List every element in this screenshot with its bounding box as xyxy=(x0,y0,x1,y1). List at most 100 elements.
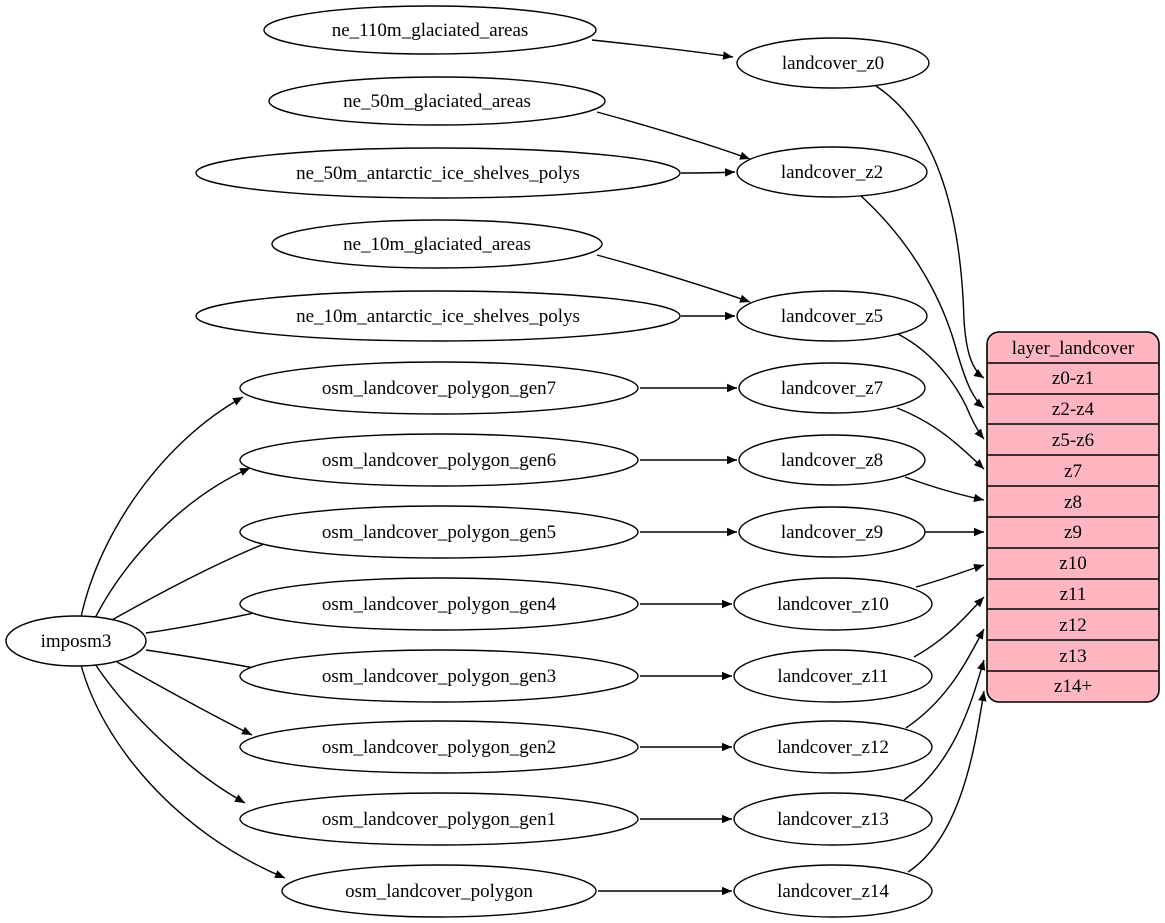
node-label: landcover_z8 xyxy=(781,450,883,471)
node-ellipse xyxy=(733,577,933,631)
edge-landcover_z0-row-z0-z1 xyxy=(875,85,985,379)
node-label: landcover_z10 xyxy=(777,594,889,615)
node-ellipse xyxy=(239,649,639,703)
table-row-z5-z6: z5-z6 xyxy=(1052,430,1094,451)
node-label: landcover_z13 xyxy=(777,809,889,830)
node-osm_landcover_polygon_gen1: osm_landcover_polygon_gen1 xyxy=(239,792,639,846)
table-row-z13: z13 xyxy=(1059,646,1086,667)
node-landcover_z11: landcover_z11 xyxy=(733,649,933,703)
edge-imposm3-osm_landcover_polygon_gen5 xyxy=(109,538,277,622)
node-label: osm_landcover_polygon_gen6 xyxy=(322,450,556,471)
node-ellipse xyxy=(5,615,147,667)
table-row-z9: z9 xyxy=(1064,522,1082,543)
edge-landcover_z14-row-z14plus xyxy=(907,690,987,873)
edge-landcover_z7-row-z7 xyxy=(896,407,985,470)
node-osm_landcover_polygon_gen5: osm_landcover_polygon_gen5 xyxy=(239,505,639,559)
table-row-z0-z1: z0-z1 xyxy=(1052,368,1094,389)
node-label: osm_landcover_polygon_gen3 xyxy=(322,666,556,687)
edge-imposm3-osm_landcover_polygon_gen1 xyxy=(94,663,246,804)
edge-ne_10m_glaciated_areas-landcover_z5 xyxy=(596,254,751,303)
node-ne_50m_glaciated_areas: ne_50m_glaciated_areas xyxy=(268,76,606,126)
node-landcover_z12: landcover_z12 xyxy=(733,720,933,774)
edge-ne_50m_glaciated_areas-landcover_z2 xyxy=(596,111,751,160)
node-ellipse xyxy=(239,792,639,846)
node-landcover_z14: landcover_z14 xyxy=(733,864,933,918)
node-ellipse xyxy=(733,649,933,703)
node-landcover_z10: landcover_z10 xyxy=(733,577,933,631)
node-label: osm_landcover_polygon_gen4 xyxy=(322,594,557,615)
node-landcover_z7: landcover_z7 xyxy=(738,362,926,414)
node-ellipse xyxy=(239,505,639,559)
node-label: landcover_z9 xyxy=(781,522,883,543)
node-landcover_z0: landcover_z0 xyxy=(736,37,930,89)
node-label: ne_10m_antarctic_ice_shelves_polys xyxy=(296,306,580,327)
node-ellipse xyxy=(733,792,933,846)
node-landcover_z8: landcover_z8 xyxy=(738,434,926,486)
node-ellipse xyxy=(738,506,926,558)
node-ellipse xyxy=(268,76,606,126)
edge-ne_50m_antarctic_ice_shelves_polys-landcover_z2 xyxy=(680,168,736,177)
node-ne_10m_antarctic_ice_shelves_polys: ne_10m_antarctic_ice_shelves_polys xyxy=(195,290,681,342)
edge-imposm3-osm_landcover_polygon xyxy=(80,664,286,879)
node-label: landcover_z5 xyxy=(781,306,883,327)
edge-landcover_z11-row-z11 xyxy=(913,596,985,658)
node-ne_110m_glaciated_areas: ne_110m_glaciated_areas xyxy=(263,5,597,55)
node-ellipse xyxy=(736,290,928,342)
node-landcover_z9: landcover_z9 xyxy=(738,506,926,558)
node-ellipse xyxy=(239,577,639,631)
node-label: imposm3 xyxy=(41,631,112,652)
node-osm_landcover_polygon_gen4: osm_landcover_polygon_gen4 xyxy=(239,577,639,631)
node-landcover_z2: landcover_z2 xyxy=(736,146,928,198)
node-landcover_z13: landcover_z13 xyxy=(733,792,933,846)
node-ellipse xyxy=(733,720,933,774)
node-ellipse xyxy=(738,434,926,486)
table-title: layer_landcover xyxy=(1012,338,1135,359)
node-label: ne_50m_antarctic_ice_shelves_polys xyxy=(296,163,580,184)
node-ellipse xyxy=(733,864,933,918)
node-label: landcover_z12 xyxy=(777,737,889,758)
node-label: landcover_z14 xyxy=(777,881,889,902)
node-ne_10m_glaciated_areas: ne_10m_glaciated_areas xyxy=(271,219,603,269)
node-ellipse xyxy=(736,146,928,198)
edge-imposm3-osm_landcover_polygon_gen2 xyxy=(116,661,253,736)
table-row-z12: z12 xyxy=(1059,615,1086,636)
node-label: ne_110m_glaciated_areas xyxy=(332,20,529,41)
edge-landcover_z2-row-z2-z4 xyxy=(860,195,985,409)
node-label: ne_50m_glaciated_areas xyxy=(343,91,531,112)
node-ellipse xyxy=(738,362,926,414)
node-ellipse xyxy=(239,433,639,487)
edge-imposm3-osm_landcover_polygon_gen7 xyxy=(80,396,244,618)
node-ellipse xyxy=(736,37,930,89)
node-osm_landcover_polygon_gen7: osm_landcover_polygon_gen7 xyxy=(239,361,639,415)
node-osm_landcover_polygon_gen2: osm_landcover_polygon_gen2 xyxy=(239,720,639,774)
table-row-z10: z10 xyxy=(1059,553,1086,574)
edge-landcover_z12-row-z12 xyxy=(905,628,985,729)
table-row-z8: z8 xyxy=(1064,492,1082,513)
node-ellipse xyxy=(195,290,681,342)
node-label: ne_10m_glaciated_areas xyxy=(343,234,531,255)
node-ellipse xyxy=(271,219,603,269)
node-label: osm_landcover_polygon_gen1 xyxy=(322,809,556,830)
node-ellipse xyxy=(195,147,681,199)
node-osm_landcover_polygon_gen6: osm_landcover_polygon_gen6 xyxy=(239,433,639,487)
table-row-z2-z4: z2-z4 xyxy=(1052,399,1095,420)
edge-landcover_z5-row-z5-z6 xyxy=(897,333,985,440)
node-label: osm_landcover_polygon_gen5 xyxy=(322,522,556,543)
edge-landcover_z10-row-z10 xyxy=(915,564,985,588)
node-ellipse xyxy=(239,720,639,774)
node-osm_landcover_polygon: osm_landcover_polygon xyxy=(281,864,597,918)
table-layer-landcover: layer_landcover z0-z1 z2-z4 z5-z6 z7 z8 … xyxy=(986,331,1160,703)
edge-landcover_z8-row-z8 xyxy=(904,476,985,503)
node-label: osm_landcover_polygon xyxy=(345,881,533,902)
node-ellipse xyxy=(281,864,597,918)
node-imposm3: imposm3 xyxy=(5,615,147,667)
node-label: osm_landcover_polygon_gen2 xyxy=(322,737,556,758)
edge-imposm3-osm_landcover_polygon_gen6 xyxy=(94,467,251,619)
node-label: osm_landcover_polygon_gen7 xyxy=(322,378,556,399)
table-row-z14plus: z14+ xyxy=(1054,676,1092,697)
node-osm_landcover_polygon_gen3: osm_landcover_polygon_gen3 xyxy=(239,649,639,703)
node-ellipse xyxy=(239,361,639,415)
node-ne_50m_antarctic_ice_shelves_polys: ne_50m_antarctic_ice_shelves_polys xyxy=(195,147,681,199)
